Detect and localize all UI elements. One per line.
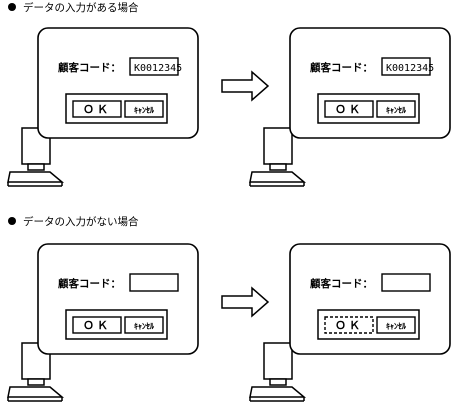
right-arrow-icon [221, 286, 270, 318]
keyboard [7, 386, 65, 398]
cancel-button[interactable] [124, 100, 164, 118]
ok-button-label[interactable]: ＯＫ [83, 319, 111, 332]
keyboard [249, 386, 307, 398]
screen-dialog: 顧客コード： ＯＫ ｷｬﾝｾﾙ [289, 243, 451, 355]
bullet-icon [8, 217, 16, 225]
monitor-stand [27, 163, 45, 171]
right-arrow-icon [221, 70, 270, 102]
computer-icon [249, 342, 307, 402]
keyboard [249, 171, 307, 183]
customer-code-label: 顧客コード： [58, 277, 121, 290]
cancel-button-label[interactable]: ｷｬﾝｾﾙ [386, 106, 407, 115]
computer-icon [7, 342, 65, 402]
ok-button[interactable] [324, 100, 374, 118]
screen-dialog: 顧客コード： ＯＫ ｷｬﾝｾﾙ [37, 243, 199, 355]
section-heading-with-input: データの入力がある場合 [4, 1, 139, 15]
monitor-stand [269, 378, 287, 386]
customer-code-input-box[interactable] [129, 273, 179, 292]
customer-code-label: 顧客コード： [310, 277, 373, 290]
cancel-button[interactable] [124, 316, 164, 334]
customer-code-input-box[interactable] [129, 57, 179, 76]
section-heading-without-input: データの入力がない場合 [4, 215, 139, 229]
customer-code-input-box[interactable] [381, 273, 431, 292]
customer-code-label: 顧客コード： [310, 61, 373, 74]
customer-code-input[interactable]: K0012345 [134, 63, 182, 74]
customer-code-input[interactable]: K0012345 [386, 63, 434, 74]
ok-button-label[interactable]: ＯＫ [335, 319, 363, 332]
cancel-button[interactable] [376, 100, 416, 118]
computer-icon [249, 127, 307, 187]
monitor-stand [269, 163, 287, 171]
customer-code-input-box[interactable] [381, 57, 431, 76]
ok-button[interactable] [324, 316, 374, 334]
monitor-stand [27, 378, 45, 386]
customer-code-label: 顧客コード： [58, 61, 121, 74]
cancel-button-label[interactable]: ｷｬﾝｾﾙ [134, 322, 155, 331]
ok-button-label[interactable]: ＯＫ [335, 103, 363, 116]
section-heading-text: データの入力がある場合 [23, 2, 139, 14]
ok-button[interactable] [72, 100, 122, 118]
cancel-button-label[interactable]: ｷｬﾝｾﾙ [386, 322, 407, 331]
section-heading-text: データの入力がない場合 [23, 216, 139, 228]
ok-button-label[interactable]: ＯＫ [83, 103, 111, 116]
monitor-body [263, 342, 293, 380]
cancel-button-label[interactable]: ｷｬﾝｾﾙ [134, 106, 155, 115]
bullet-icon [8, 3, 16, 11]
monitor-body [263, 127, 293, 165]
cancel-button[interactable] [376, 316, 416, 334]
ok-button[interactable] [72, 316, 122, 334]
keyboard [7, 171, 65, 183]
